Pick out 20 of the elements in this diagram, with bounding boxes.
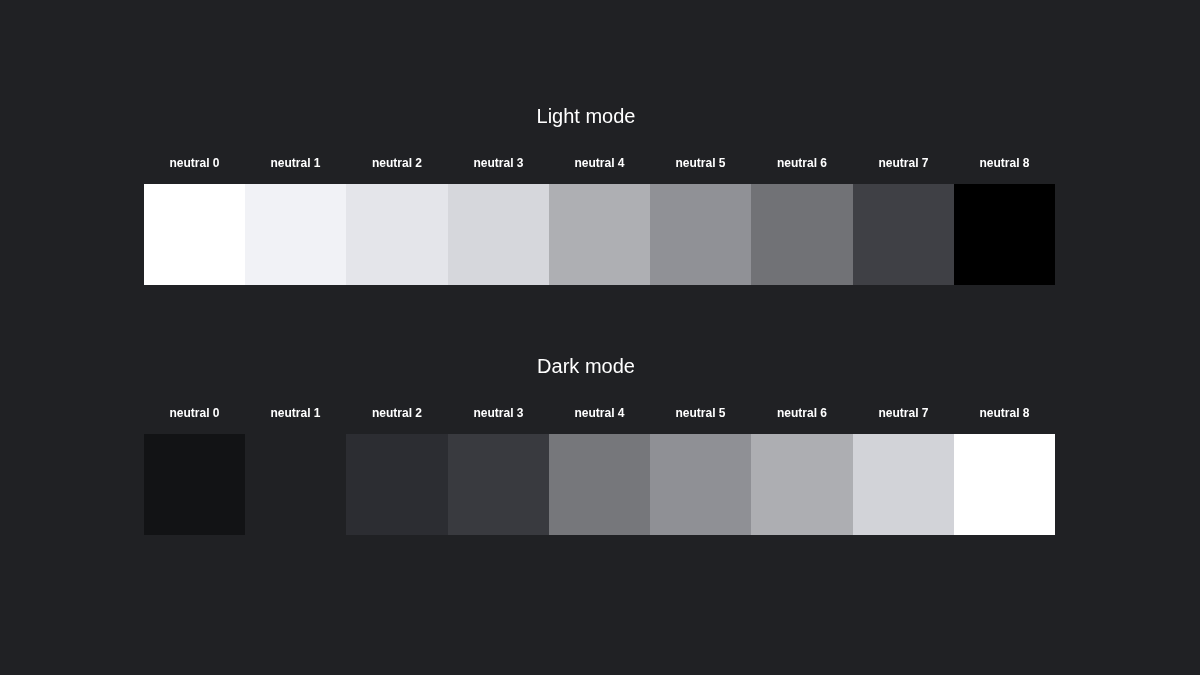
swatch-label: neutral 4 — [574, 156, 625, 170]
swatch-label: neutral 5 — [675, 406, 726, 420]
swatch-label: neutral 8 — [979, 156, 1030, 170]
swatch-label: neutral 7 — [878, 406, 929, 420]
swatch-label: neutral 7 — [878, 156, 929, 170]
section-heading: Light mode — [536, 104, 636, 128]
swatch-label: neutral 0 — [169, 156, 220, 170]
swatch-label: neutral 3 — [473, 156, 524, 170]
swatch-label: neutral 4 — [574, 406, 625, 420]
section-heading: Dark mode — [537, 354, 635, 378]
swatch-label: neutral 8 — [979, 406, 1030, 420]
swatch-label: neutral 3 — [473, 406, 524, 420]
swatch-label: neutral 2 — [372, 156, 422, 170]
swatch-label: neutral 6 — [777, 156, 827, 170]
swatch-label: neutral 1 — [270, 156, 321, 170]
swatch-label: neutral 1 — [270, 406, 321, 420]
swatch-label: neutral 5 — [675, 156, 726, 170]
swatch-label: neutral 2 — [372, 406, 422, 420]
swatch-label: neutral 6 — [777, 406, 827, 420]
swatch-label: neutral 0 — [169, 406, 220, 420]
